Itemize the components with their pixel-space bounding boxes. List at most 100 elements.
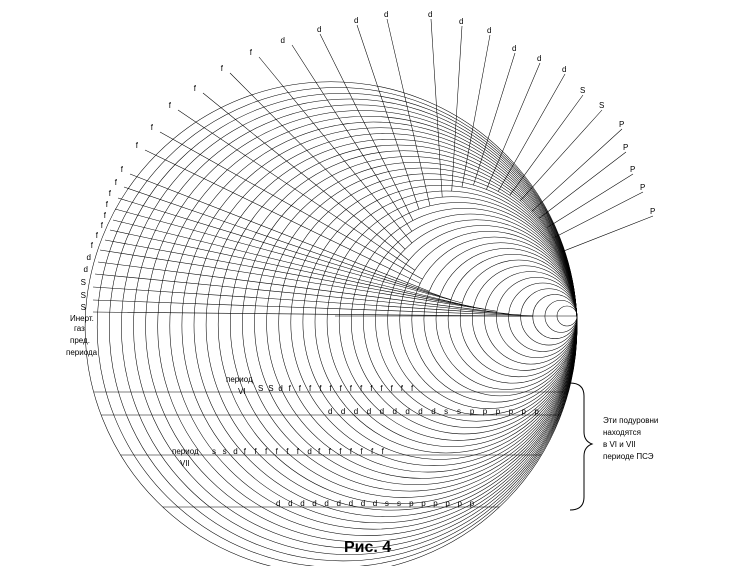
spoke-label: S xyxy=(81,291,86,300)
spoke-label: S xyxy=(599,101,604,110)
row-sublevel-label: d xyxy=(354,407,358,416)
spoke-label: S xyxy=(81,303,86,312)
orbit-circle xyxy=(109,92,578,562)
right-note-line-4: периоде ПСЭ xyxy=(603,452,654,461)
row-sublevel-label: f xyxy=(382,447,385,456)
row-sublevel-label: f xyxy=(244,447,247,456)
spoke-label: P xyxy=(619,120,624,129)
spoke-label: f xyxy=(221,64,224,73)
spoke-label: d xyxy=(512,44,516,53)
row-sublevel-label: p xyxy=(433,499,438,508)
sublevel-spoke xyxy=(104,239,486,310)
row-sublevel-label: p xyxy=(445,499,450,508)
row-sublevel-label: p xyxy=(496,407,501,416)
left-note-line-4: периода xyxy=(66,348,98,357)
row-sublevel-label: d xyxy=(349,499,353,508)
spoke-label: f xyxy=(136,141,139,150)
period-vii-number: VII xyxy=(180,459,190,468)
orbit-circle xyxy=(338,202,578,441)
row-sublevel-label: f xyxy=(370,384,373,393)
row-sublevel-label: p xyxy=(534,407,539,416)
sublevel-spoke xyxy=(561,215,654,252)
orbit-circle xyxy=(399,230,578,409)
row-sublevel-label: s xyxy=(223,447,227,456)
spoke-label: f xyxy=(169,101,172,110)
sublevel-spoke xyxy=(92,299,533,316)
orbit-circle xyxy=(96,87,578,566)
spoke-label: f xyxy=(151,123,154,132)
sublevel-spoke xyxy=(129,173,430,292)
sublevel-spoke xyxy=(177,109,416,271)
row-sublevel-label: d xyxy=(307,447,311,456)
row-sublevel-label: f xyxy=(254,447,257,456)
orbit-circle xyxy=(423,242,578,397)
sublevel-spoke xyxy=(97,261,497,313)
spoke-label: d xyxy=(384,10,388,19)
row-sublevel-label: f xyxy=(286,447,289,456)
spoke-label: f xyxy=(121,165,124,174)
right-note: Эти подуровни находятся в VI и VII перио… xyxy=(603,416,658,461)
row-sublevel-label: d xyxy=(276,499,280,508)
orbit-circle xyxy=(326,196,578,447)
row-sublevel-label: f xyxy=(350,447,353,456)
row-sublevel-label: f xyxy=(276,447,279,456)
sublevel-spoke xyxy=(112,219,462,305)
row-sublevel-label: f xyxy=(319,384,322,393)
row-sublevel-label: f xyxy=(401,384,404,393)
figure-caption: Рис. 4 xyxy=(344,539,391,556)
row-sublevel-label: d xyxy=(288,499,292,508)
left-note-line-3: пред. xyxy=(70,336,90,345)
row-sublevel-label: p xyxy=(458,499,463,508)
row-sublevel-label: f xyxy=(339,447,342,456)
spoke-label: f xyxy=(250,48,253,57)
orbit-circle xyxy=(520,288,578,346)
sublevel-spoke xyxy=(202,92,409,261)
period-vi-label: период VI xyxy=(226,375,253,396)
row-sublevel-label: f xyxy=(360,384,363,393)
sublevel-spoke xyxy=(229,72,406,250)
spoke-label: d xyxy=(562,65,566,74)
orbit-circle xyxy=(447,253,578,384)
row-sublevel-label: f xyxy=(340,384,343,393)
sublevel-spoke xyxy=(547,173,634,228)
sublevel-spoke xyxy=(159,131,423,280)
sublevel-spoke xyxy=(144,149,421,284)
sublevel-spoke xyxy=(319,33,414,221)
sublevel-spoke xyxy=(554,191,644,238)
sublevel-spoke xyxy=(109,229,474,308)
sublevel-spoke xyxy=(531,128,623,212)
right-note-line-1: Эти подуровни xyxy=(603,416,658,425)
sublevel-spoke xyxy=(539,151,627,219)
orbit-circle xyxy=(84,81,578,566)
sublevel-spoke xyxy=(386,18,431,206)
row-sublevel-label: p xyxy=(470,499,475,508)
spoke-label: d xyxy=(281,36,285,45)
sublevel-spoke xyxy=(291,44,413,232)
row-sublevel-label: d xyxy=(361,499,365,508)
row-sublevel-label: d xyxy=(431,407,435,416)
sublevel-spoke xyxy=(520,109,603,201)
sublevel-spoke xyxy=(486,62,541,190)
sublevel-spoke xyxy=(461,34,491,188)
row-sublevel-label: f xyxy=(350,384,353,393)
row-sublevel-label: p xyxy=(509,407,514,416)
row-sublevel-label: d xyxy=(324,499,328,508)
row-sublevel-label: f xyxy=(299,384,302,393)
row-sublevel-label: f xyxy=(391,384,394,393)
row-sublevel-label: f xyxy=(289,384,292,393)
sublevel-spoke xyxy=(99,249,498,312)
spoke-label: S xyxy=(580,86,585,95)
orbit-circle xyxy=(363,213,578,428)
sublevel-spoke xyxy=(94,273,509,315)
row-sublevel-label: f xyxy=(371,447,374,456)
orbit-circle xyxy=(435,248,578,390)
row-sublevel-label: f xyxy=(360,447,363,456)
orbit-circle xyxy=(351,207,578,435)
spoke-label: d xyxy=(317,25,321,34)
row-sublevel-label: s xyxy=(385,499,389,508)
orbit-circle xyxy=(459,259,578,378)
row-sublevel-label: S xyxy=(258,384,263,393)
period-vi-number: VI xyxy=(238,387,246,396)
